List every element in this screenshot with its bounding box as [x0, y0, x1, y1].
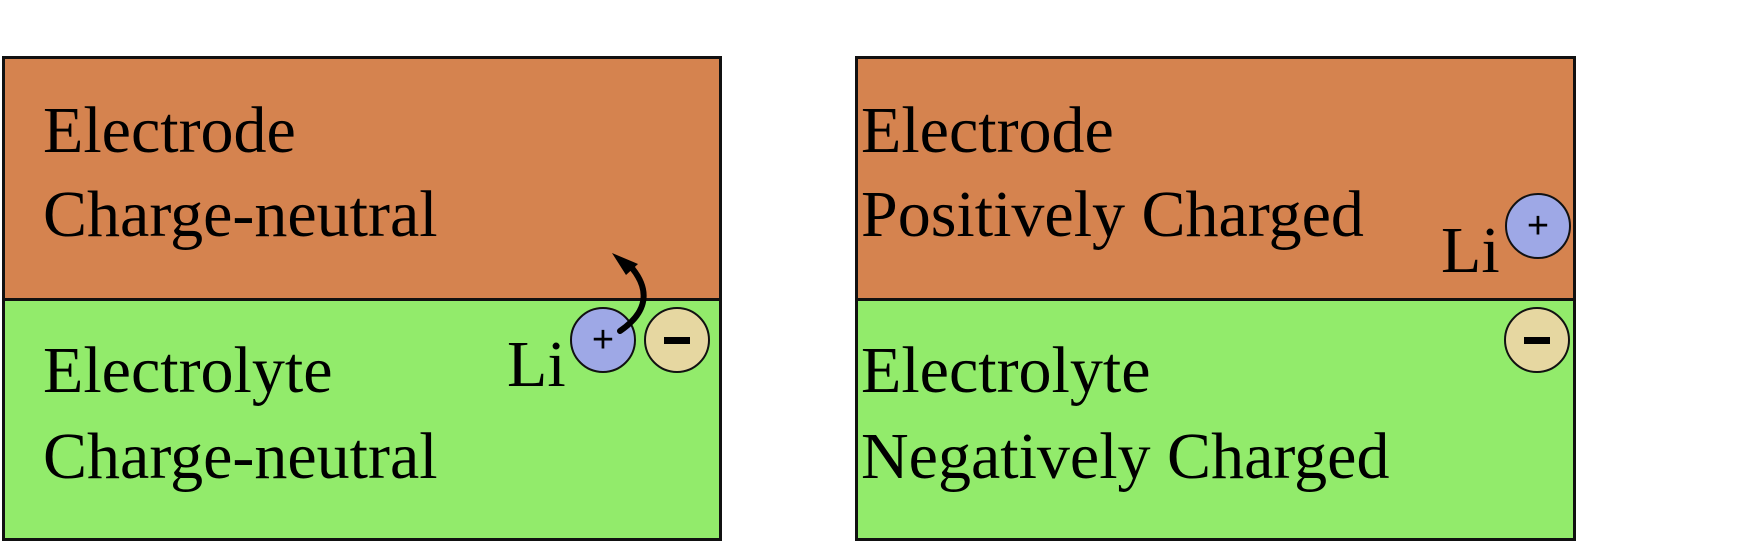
right-anion-minus-icon — [1524, 336, 1550, 344]
left-electrode-title: Electrode — [43, 94, 296, 167]
right-electrode-title: Electrode — [861, 94, 1114, 167]
left-cation-sign: + — [591, 319, 615, 361]
right-electrode-region — [855, 56, 1576, 301]
right-li-symbol: Li — [1441, 214, 1500, 287]
left-anion-minus-icon — [664, 336, 690, 344]
left-anion-icon — [644, 307, 710, 373]
right-electrolyte-region — [855, 298, 1576, 541]
right-lithium-cation-icon: + — [1505, 193, 1571, 259]
right-electrolyte-title: Electrolyte — [861, 334, 1151, 407]
right-cation-sign: + — [1526, 205, 1550, 247]
right-electrode-state: Positively Charged — [861, 178, 1364, 251]
left-electrolyte-state: Charge-neutral — [43, 420, 438, 493]
left-lithium-cation-icon: + — [570, 307, 636, 373]
left-electrode-region — [2, 56, 722, 301]
left-li-symbol: Li — [507, 328, 566, 401]
right-electrolyte-state: Negatively Charged — [861, 420, 1390, 493]
left-electrode-state: Charge-neutral — [43, 178, 438, 251]
right-anion-icon — [1504, 307, 1570, 373]
left-electrolyte-title: Electrolyte — [43, 334, 333, 407]
